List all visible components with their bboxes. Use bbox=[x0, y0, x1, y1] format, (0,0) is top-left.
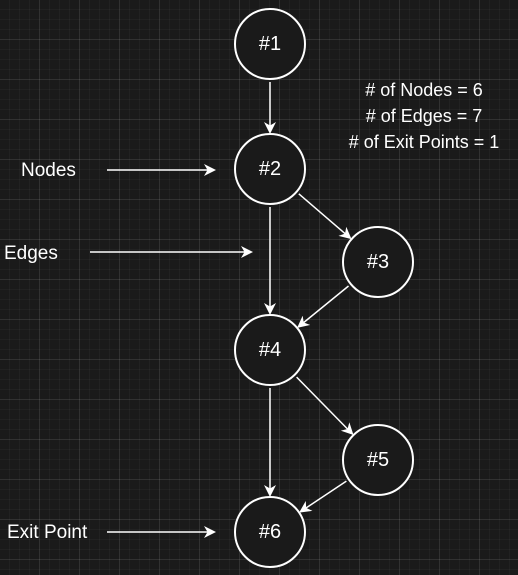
node-2-circle bbox=[234, 133, 306, 205]
node-2: #2 bbox=[234, 133, 306, 205]
edge-3-to-4 bbox=[297, 285, 350, 328]
node-4: #4 bbox=[234, 314, 306, 386]
node-4-label: #4 bbox=[259, 339, 281, 361]
edge-4-to-5 bbox=[296, 376, 354, 436]
node-5-label: #5 bbox=[367, 449, 389, 471]
node-5: #5 bbox=[342, 424, 414, 496]
stat-edge-count: # of Edges = 7 bbox=[366, 106, 483, 126]
node-4-circle bbox=[234, 314, 306, 386]
edges-annotation-label: Edges bbox=[4, 243, 58, 264]
edge-layer bbox=[264, 82, 354, 513]
exit-point-annotation-label: Exit Point bbox=[7, 522, 88, 543]
nodes-annotation-label: Nodes bbox=[21, 160, 76, 181]
node-2-label: #2 bbox=[259, 158, 281, 180]
node-3-circle bbox=[342, 226, 414, 298]
node-1: #1 bbox=[234, 8, 306, 80]
stat-exit-point-count: # of Exit Points = 1 bbox=[349, 132, 500, 152]
node-5-circle bbox=[342, 424, 414, 496]
edge-2-to-3 bbox=[298, 193, 352, 240]
node-3: #3 bbox=[342, 226, 414, 298]
node-1-circle bbox=[234, 8, 306, 80]
node-6-circle bbox=[234, 496, 306, 568]
stats-block: # of Nodes = 6 # of Edges = 7 # of Exit … bbox=[349, 80, 500, 152]
node-6-label: #6 bbox=[259, 521, 281, 543]
annotation-arrows bbox=[90, 164, 253, 538]
edge-5-to-6 bbox=[299, 480, 347, 513]
node-6: #6 bbox=[234, 496, 306, 568]
stat-node-count: # of Nodes = 6 bbox=[365, 80, 483, 100]
node-1-label: #1 bbox=[259, 33, 281, 55]
node-3-label: #3 bbox=[367, 251, 389, 273]
